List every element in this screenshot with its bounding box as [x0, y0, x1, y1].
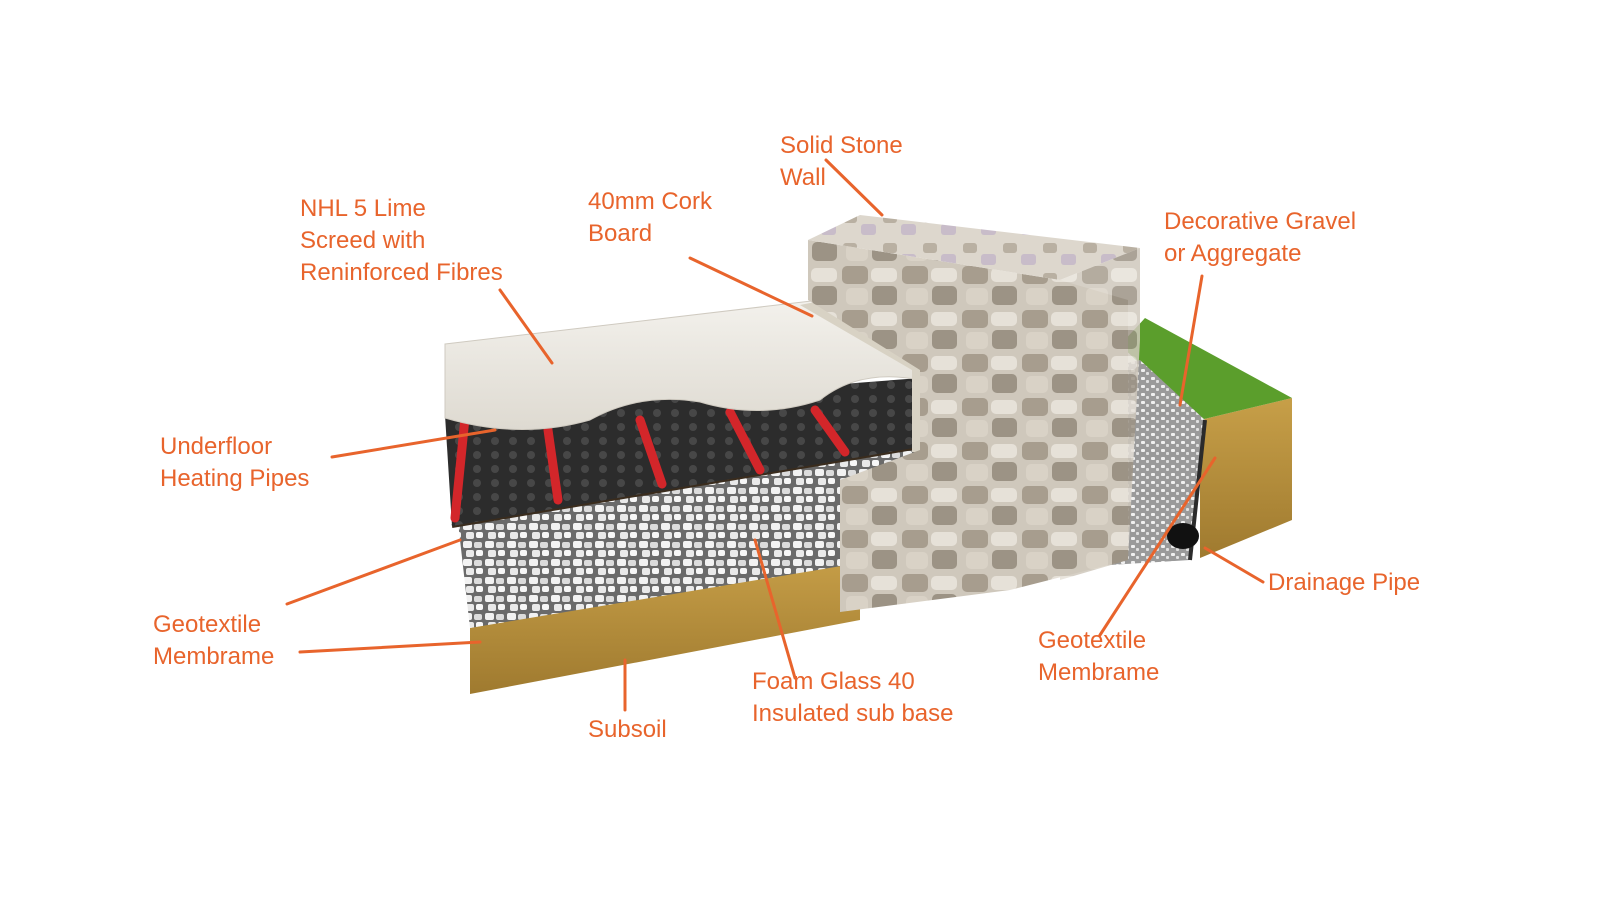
label-line: Wall [780, 164, 826, 191]
right-subsoil-block [1200, 398, 1292, 558]
label-line: 40mm Cork [588, 188, 713, 215]
label-cork-board: 40mm Cork Board [588, 186, 712, 250]
leader-solid-stone-wall [824, 158, 884, 217]
label-line: Geotextile [1038, 627, 1147, 654]
leader-cork-board [688, 256, 814, 318]
label-line: NHL 5 Lime [300, 195, 426, 222]
leader-lines [285, 158, 1265, 712]
label-solid-stone-wall: Solid Stone Wall [780, 130, 903, 194]
label-line: Underfloor [160, 433, 273, 460]
stone-wall-side [1060, 248, 1140, 580]
leader-geotextile-left-bottom [298, 640, 482, 654]
leader-geotextile-left-top [285, 538, 462, 606]
label-line: Geotextile [153, 611, 262, 638]
leader-lime-screed [498, 288, 554, 365]
label-decorative-gravel: Decorative Gravel or Aggregate [1164, 206, 1356, 270]
label-subsoil: Subsoil [588, 714, 667, 746]
label-line: Subsoil [588, 716, 667, 743]
leader-foam-glass [753, 538, 797, 680]
label-line: Heating Pipes [160, 465, 310, 492]
label-line: Drainage Pipe [1268, 569, 1421, 596]
foam-glass-layer [458, 444, 925, 628]
label-line: Reninforced Fibres [300, 259, 503, 286]
leader-decorative-gravel [1178, 274, 1204, 407]
leader-underfloor-heating [330, 428, 497, 459]
label-underfloor-heating: Underfloor Heating Pipes [160, 431, 309, 495]
leader-drainage-pipe [1203, 546, 1265, 584]
subsoil-layer [470, 554, 860, 694]
label-drainage-pipe: Drainage Pipe [1268, 567, 1420, 599]
label-line: Board [588, 220, 653, 247]
stone-wall-front [808, 240, 1128, 612]
label-lime-screed: NHL 5 Lime Screed with Reninforced Fibre… [300, 193, 503, 289]
stone-wall-top [808, 215, 1140, 280]
label-geotextile-left: Geotextile Membrame [153, 609, 274, 673]
label-line: Screed with [300, 227, 426, 254]
label-line: Foam Glass 40 [752, 668, 915, 695]
lime-screed-layer [444, 299, 921, 431]
drainage-pipe [1167, 523, 1199, 549]
label-line: Solid Stone [780, 132, 903, 159]
label-foam-glass: Foam Glass 40 Insulated sub base [752, 666, 953, 730]
label-line: Insulated sub base [752, 700, 954, 727]
grass-top [1120, 318, 1292, 420]
leader-geotextile-right [1098, 456, 1217, 637]
label-line: or Aggregate [1164, 240, 1302, 267]
label-line: Membrame [1038, 659, 1160, 686]
label-line: Decorative Gravel [1164, 208, 1357, 235]
label-geotextile-right: Geotextile Membrame [1038, 625, 1159, 689]
label-line: Membrame [153, 643, 275, 670]
